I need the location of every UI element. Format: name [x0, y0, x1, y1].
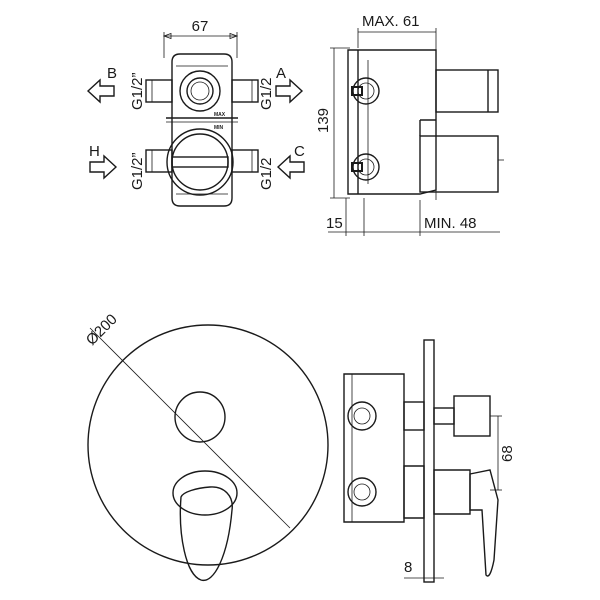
thread-c-label: G1/2 [258, 157, 275, 190]
outlet-b-arrow-icon [86, 78, 115, 104]
spacing-dimension: 68 [499, 445, 516, 462]
cover-plate-front-view: Ø200 [83, 311, 329, 581]
port-b-label: B [107, 65, 117, 82]
width-dimension: 67 [192, 18, 209, 35]
mixer-body-side-view: MAX. 61 139 15 MIN. 48 [315, 13, 504, 236]
thread-a-label: G1/2 [258, 77, 275, 110]
section-view: 68 8 [343, 339, 516, 583]
min-depth-dimension: MIN. 48 [424, 215, 477, 232]
port-h-label: H [89, 143, 100, 160]
inlet-h-arrow-icon [89, 154, 118, 180]
offset-dimension: 15 [326, 215, 343, 232]
mixer-body-front-view: 67 MAX MIN B A H C G1/2” [86, 18, 305, 207]
thread-b-label: G1/2” [129, 72, 146, 110]
port-a-label: A [276, 65, 286, 82]
diameter-dimension: Ø200 [83, 311, 121, 349]
plate-thickness-dimension: 8 [404, 559, 412, 576]
max-depth-dimension: MAX. 61 [362, 13, 420, 30]
min-mark: MIN [214, 125, 224, 131]
max-mark: MAX [214, 112, 226, 118]
height-dimension: 139 [315, 108, 332, 133]
thread-h-label: G1/2” [129, 152, 146, 190]
port-c-label: C [294, 143, 305, 160]
outlet-a-arrow-icon [275, 78, 304, 104]
inlet-c-arrow-icon [276, 154, 305, 180]
